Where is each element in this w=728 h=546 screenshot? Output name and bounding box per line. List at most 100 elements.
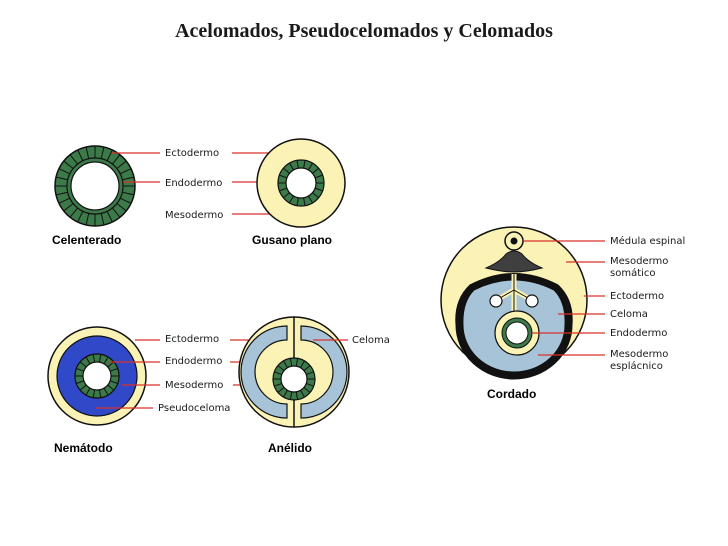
cell-wall xyxy=(283,167,290,174)
cell-wall xyxy=(289,162,294,171)
label-pseudoceloma: Pseudoceloma xyxy=(158,403,230,414)
cell-wall xyxy=(303,365,311,372)
cell-wall xyxy=(296,197,299,206)
cell-wall xyxy=(100,146,105,159)
cell-wall xyxy=(283,360,288,368)
cell-wall xyxy=(103,387,109,396)
caption-gusano-plano: Gusano plano xyxy=(252,233,332,247)
cell-wall xyxy=(92,389,96,398)
cell-wall xyxy=(308,195,313,204)
cell-wall xyxy=(122,176,135,181)
cell-wall xyxy=(120,168,132,175)
cell-wall xyxy=(79,384,87,391)
cordado-vaso-izq xyxy=(489,294,503,308)
cell-wall xyxy=(85,213,90,226)
cell-wall xyxy=(109,368,118,372)
cell-wall xyxy=(77,211,84,223)
cell-wall xyxy=(76,368,85,372)
cell-wall xyxy=(277,386,285,393)
label-mesodermo-somatico-2: somático xyxy=(610,267,656,279)
cell-wall xyxy=(306,382,314,387)
caption-celenterado: Celenterado xyxy=(52,233,121,247)
label-celoma-2: Celoma xyxy=(610,309,648,320)
anelido-diagram: Anélido xyxy=(238,316,350,455)
cell-wall xyxy=(296,160,299,169)
cell-wall xyxy=(314,174,323,179)
label-mesodermo-somatico-1: Mesodermo xyxy=(610,256,668,267)
cordado-vaso-der xyxy=(525,294,539,308)
celenterado-cavity xyxy=(70,161,120,211)
cell-wall xyxy=(76,380,85,384)
cell-wall xyxy=(85,387,91,396)
label-medula-espinal: Médula espinal xyxy=(610,235,685,247)
cell-wall xyxy=(107,361,115,368)
cell-wall xyxy=(77,149,84,161)
cell-wall xyxy=(98,389,102,398)
cell-wall xyxy=(116,203,127,212)
cordado-intestino xyxy=(505,321,529,345)
gusano-segments xyxy=(278,160,324,206)
anelido-celoma-left xyxy=(240,325,288,419)
caption-cordado: Cordado xyxy=(487,387,536,401)
label-mesodermo-1: Mesodermo xyxy=(165,210,223,221)
cell-wall xyxy=(295,391,299,400)
gusano-cavity xyxy=(285,167,317,199)
cell-wall xyxy=(314,187,323,192)
cell-wall xyxy=(55,191,68,196)
cell-wall xyxy=(300,390,305,398)
cell-wall xyxy=(279,187,288,192)
cell-wall xyxy=(289,358,293,367)
cell-wall xyxy=(279,174,288,179)
label-celoma-1: Celoma xyxy=(352,335,390,346)
label-ectodermo-2: Ectodermo xyxy=(165,334,219,345)
cell-wall xyxy=(283,192,290,199)
nematodo-cavity xyxy=(82,361,112,391)
cell-wall xyxy=(58,168,70,175)
cell-wall xyxy=(55,176,68,181)
cell-wall xyxy=(274,371,282,376)
cell-wall xyxy=(69,207,78,218)
gusano-plano-diagram: Gusano plano xyxy=(252,138,346,247)
cordado-notocorda xyxy=(484,250,544,273)
label-mesodermo-esplacnico-1: Mesodermo xyxy=(610,349,668,360)
cordado-medula-canal xyxy=(510,237,518,245)
cell-wall xyxy=(109,380,118,384)
cell-wall xyxy=(79,361,87,368)
slide-title: Acelomados, Pseudocelomados y Celomados xyxy=(175,20,553,42)
caption-anelido: Anélido xyxy=(268,441,312,455)
cell-wall xyxy=(100,213,105,226)
anelido-segments xyxy=(273,358,315,400)
celenterado-diagram: Celenterado xyxy=(52,145,136,247)
cell-wall xyxy=(274,382,282,387)
cordado-diagram: Cordado xyxy=(440,226,588,401)
cell-wall xyxy=(303,160,306,169)
cell-wall xyxy=(277,365,285,372)
cell-wall xyxy=(112,207,121,218)
cell-wall xyxy=(289,195,294,204)
cell-wall xyxy=(116,160,127,169)
celenterado-segments xyxy=(55,146,135,226)
cell-wall xyxy=(283,390,288,398)
cell-wall xyxy=(63,203,74,212)
label-ectodermo-1: Ectodermo xyxy=(165,148,219,159)
label-mesodermo-esplacnico-2: esplácnico xyxy=(610,360,663,372)
anelido-celoma-right xyxy=(300,325,348,419)
cell-wall xyxy=(92,354,96,363)
label-endodermo-3: Endodermo xyxy=(610,328,667,339)
label-endodermo-2: Endodermo xyxy=(165,356,222,367)
cell-wall xyxy=(312,192,319,199)
cell-wall xyxy=(107,384,115,391)
nematodo-segments xyxy=(75,354,119,398)
cell-wall xyxy=(63,160,74,169)
cell-wall xyxy=(312,167,319,174)
cell-wall xyxy=(103,356,109,365)
cell-wall xyxy=(303,197,306,206)
label-mesodermo-2: Mesodermo xyxy=(165,380,223,391)
cell-wall xyxy=(300,360,305,368)
cell-wall xyxy=(106,211,113,223)
cell-wall xyxy=(69,154,78,165)
celenterado-endodermo-ring xyxy=(66,157,124,215)
nematodo-diagram: Nemátodo xyxy=(47,326,147,455)
label-ectodermo-3: Ectodermo xyxy=(610,291,664,302)
